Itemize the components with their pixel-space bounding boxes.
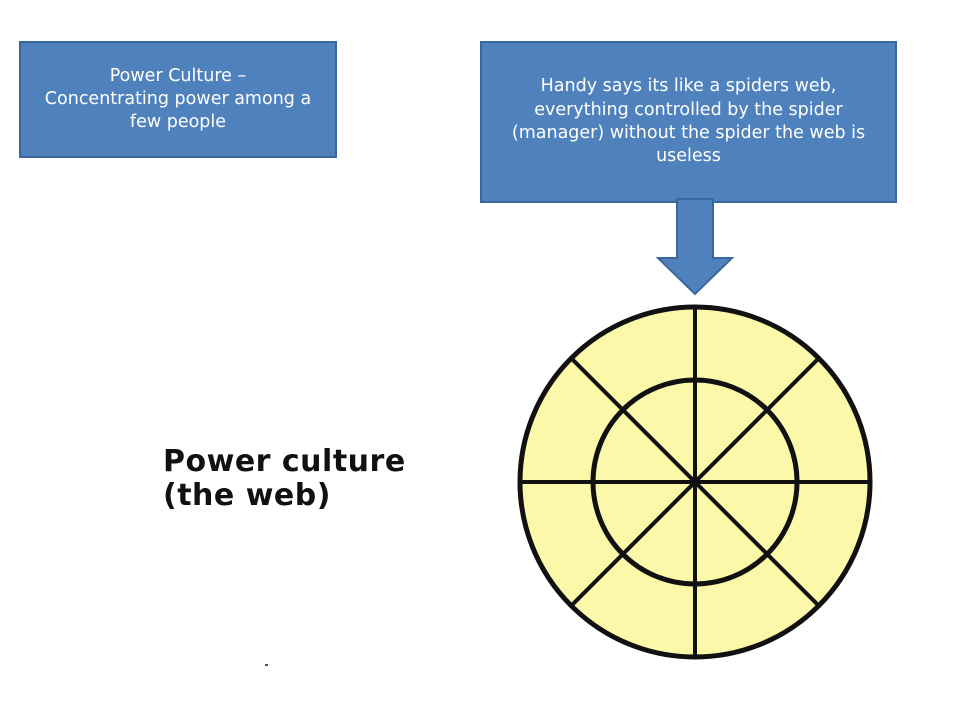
spider-web-callout-line-2: everything controlled by the spider: [534, 99, 843, 120]
down-arrow-icon: [655, 198, 735, 296]
power-culture-web: [517, 304, 873, 660]
spider-web-callout-line-1: Handy says its like a spiders web,: [540, 76, 837, 97]
web-hub: [690, 477, 700, 487]
web-diagram-label-line-2: (the web): [163, 477, 331, 513]
stray-mark: [265, 664, 268, 666]
power-culture-callout-line-3: few people: [129, 112, 227, 133]
power-culture-callout-line-2: Concentrating power among a: [44, 88, 312, 109]
spider-web-callout-line-4: useless: [656, 146, 721, 167]
power-culture-callout: Power Culture – Concentrating power amon…: [19, 41, 337, 158]
power-culture-callout-line-1: Power Culture –: [109, 65, 247, 86]
spider-web-callout: Handy says its like a spiders web, every…: [480, 41, 897, 203]
web-diagram-label-line-1: Power culture: [163, 444, 406, 479]
web-diagram-label: Power culture (the web): [163, 445, 406, 512]
spider-web-callout-line-3: (manager) without the spider the web is: [511, 123, 866, 143]
